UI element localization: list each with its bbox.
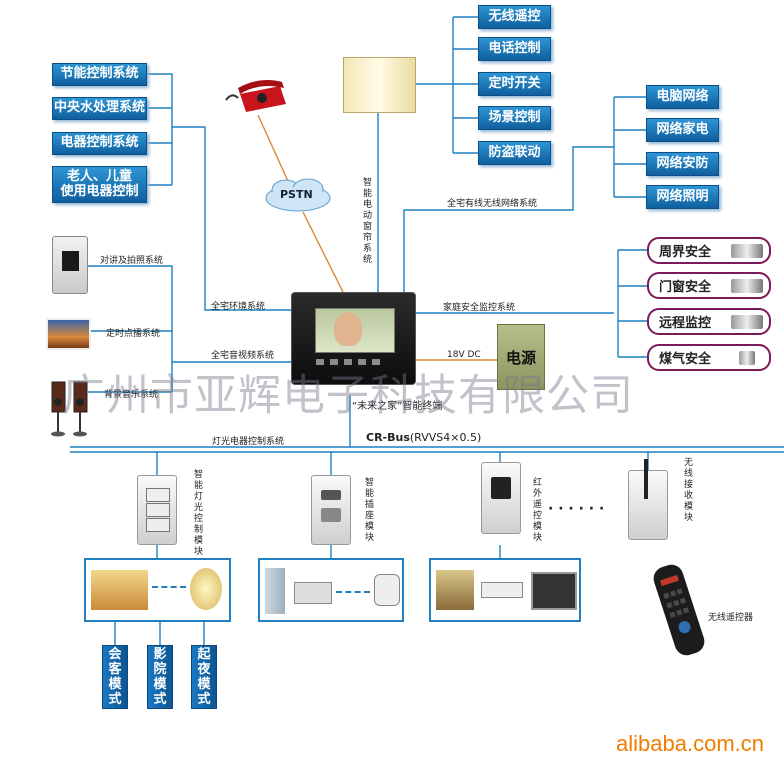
security-item-3: 远程监控 [647, 308, 771, 335]
power-supply: 电源 [497, 324, 545, 390]
company-watermark: 广州市亚辉电子科技有限公司 [62, 371, 634, 421]
pstn-cloud [262, 176, 334, 214]
left-system-1: 节能控制系统 [52, 63, 147, 86]
socket-module-label: 智能插座模块 [364, 478, 374, 543]
lighting-module-panel [137, 475, 177, 545]
smart-terminal-image [291, 292, 416, 385]
speakers-image [50, 380, 90, 438]
security-item-1: 周界安全 [647, 237, 771, 264]
footer-site: alibaba.com.cn [616, 731, 764, 756]
beam-sensor-icon [731, 244, 763, 258]
av-label: 全宅音视频系统 [211, 351, 275, 361]
door-sensor-icon [731, 279, 763, 293]
ir-module-label: 红外遥控模块 [532, 478, 542, 543]
dc-label: 18V DC [447, 350, 481, 360]
top-control-5: 防盗联动 [478, 141, 551, 165]
mode-1: 会客模式 [102, 645, 128, 709]
network-system-label: 全宅有线无线网络系统 [447, 199, 538, 209]
security-item-4-label: 煤气安全 [659, 352, 712, 367]
top-control-3: 定时开关 [478, 72, 551, 96]
wireless-module-label: 无线接收模块 [683, 458, 693, 523]
environment-label: 全宅环境系统 [211, 302, 266, 312]
left-system-3: 电器控制系统 [52, 132, 147, 155]
terminal-label: “未来之家”智能终端 [352, 401, 443, 412]
top-control-4: 场景控制 [478, 106, 551, 130]
gas-sensor-icon [739, 351, 755, 365]
pstn-label: PSTN [280, 188, 313, 201]
ir-module-panel [481, 462, 521, 534]
camera-icon [731, 315, 763, 329]
music-label: 背景音乐系统 [104, 390, 159, 400]
top-control-2: 电话控制 [478, 37, 551, 61]
telephone-icon [224, 78, 290, 116]
wireless-module-panel [628, 459, 668, 540]
network-item-1: 电脑网络 [646, 85, 719, 109]
bus-name: CR-Bus [366, 431, 410, 444]
left-system-2: 中央水处理系统 [52, 97, 147, 120]
broadcast-label: 定时点播系统 [106, 329, 161, 339]
lighting-system-label: 灯光电器控制系统 [212, 437, 285, 447]
module-dots: · · · · · · [548, 501, 605, 517]
security-item-1-label: 周界安全 [659, 245, 712, 260]
security-item-2: 门窗安全 [647, 272, 771, 299]
socket-module-panel [311, 475, 351, 545]
mode-3: 起夜模式 [191, 645, 217, 709]
security-item-4: 煤气安全 [647, 344, 771, 371]
mode-2: 影院模式 [147, 645, 173, 709]
network-item-3: 网络安防 [646, 152, 719, 176]
security-system-label: 家庭安全监控系统 [443, 303, 516, 313]
socket-devices-frame [258, 558, 404, 622]
broadcast-image [46, 318, 91, 350]
bus-label: CR-Bus(RVVS4×0.5) [366, 431, 481, 444]
bus-spec: (RVVS4×0.5) [409, 431, 482, 444]
network-item-4: 网络照明 [646, 185, 719, 209]
power-label: 电源 [505, 348, 536, 367]
intercom-label: 对讲及拍照系统 [100, 256, 164, 266]
remote-control-icon [646, 560, 712, 660]
remote-label: 无线遥控器 [708, 613, 754, 623]
network-item-2: 网络家电 [646, 118, 719, 142]
curtain-system-label: 智能电动窗帘系统 [362, 178, 372, 265]
curtain-image [343, 57, 416, 113]
security-item-2-label: 门窗安全 [659, 280, 712, 295]
security-item-3-label: 远程监控 [659, 316, 712, 331]
lighting-module-label: 智能灯光控制模块 [193, 470, 203, 557]
ir-devices-frame [429, 558, 581, 622]
lighting-devices-frame [84, 558, 231, 622]
top-control-1: 无线遥控 [478, 5, 551, 29]
left-system-4: 老人、儿童 使用电器控制 [52, 166, 147, 203]
intercom-image [52, 236, 88, 294]
